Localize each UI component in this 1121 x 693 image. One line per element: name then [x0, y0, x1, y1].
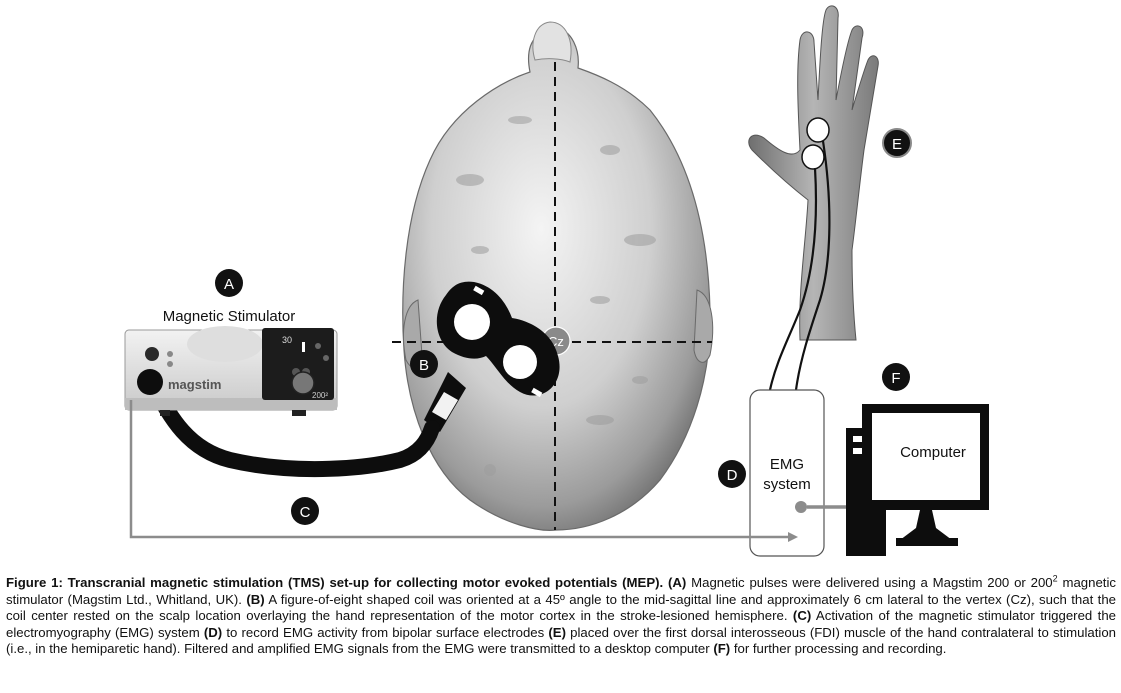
caption-part: for further processing and recording. — [730, 641, 947, 657]
stimulator-model: 200² — [312, 391, 328, 400]
computer-label: Computer — [900, 444, 966, 461]
caption-part: A figure-of-eight shaped coil was orient… — [6, 591, 1116, 624]
caption-part: Activation of the magnetic stimulator tr… — [6, 608, 1116, 640]
label-a: A — [215, 269, 243, 297]
emg-line2: system — [763, 476, 811, 493]
tms-setup-diagram: Cz 30 200² magstim Magnetic Stimulat — [124, 5, 989, 557]
emg-output-dot — [795, 501, 807, 513]
caption-part: placed over the first dorsal interosseou… — [6, 624, 1116, 657]
label-c: C — [291, 497, 319, 525]
label-a-text: A — [224, 276, 234, 293]
label-d-text: D — [727, 467, 738, 484]
figure-eight-coil — [424, 281, 560, 432]
stimulator-display: 30 — [282, 335, 292, 345]
computer-illustration — [846, 404, 989, 556]
caption-part: (D) — [203, 624, 223, 640]
caption-part: (C) — [792, 608, 812, 624]
label-d: D — [718, 460, 746, 488]
caption-part: 2 — [1052, 573, 1058, 584]
electrode-wire-2 — [768, 167, 818, 391]
label-b: B — [410, 350, 438, 378]
caption-part: (E) — [548, 624, 566, 640]
caption-part: (B) — [246, 591, 265, 607]
trigger-line — [129, 400, 798, 542]
stimulator-brand: magstim — [168, 377, 221, 392]
electrode-1 — [806, 117, 830, 143]
caption-part: magnetic stimulator (Magstim Ltd., Whitl… — [6, 575, 1116, 607]
emg-system-box — [749, 389, 825, 557]
caption-part: Magnetic pulses were delivered using a M… — [686, 575, 1053, 590]
label-e-text: E — [892, 136, 902, 153]
label-f: F — [882, 363, 910, 391]
electrode-wire-1 — [794, 140, 831, 391]
label-b-text: B — [419, 357, 429, 374]
label-e: E — [882, 128, 912, 158]
emg-line1: EMG — [770, 456, 804, 473]
caption-part: to record EMG activity from bipolar surf… — [222, 624, 549, 640]
label-f-text: F — [891, 370, 900, 387]
figure-caption: Figure 1: Transcranial magnetic stimulat… — [6, 573, 1116, 658]
caption-part: (F) — [713, 641, 731, 657]
hand-illustration — [748, 5, 879, 341]
label-c-text: C — [300, 504, 311, 521]
coil-cable — [142, 370, 440, 478]
head-illustration — [402, 21, 714, 531]
magnetic-stimulator: 30 200² magstim — [124, 326, 338, 416]
stimulator-title: Magnetic Stimulator — [163, 308, 296, 325]
caption-part: Figure 1: Transcranial magnetic stimulat… — [6, 575, 687, 590]
electrode-2 — [801, 144, 825, 170]
